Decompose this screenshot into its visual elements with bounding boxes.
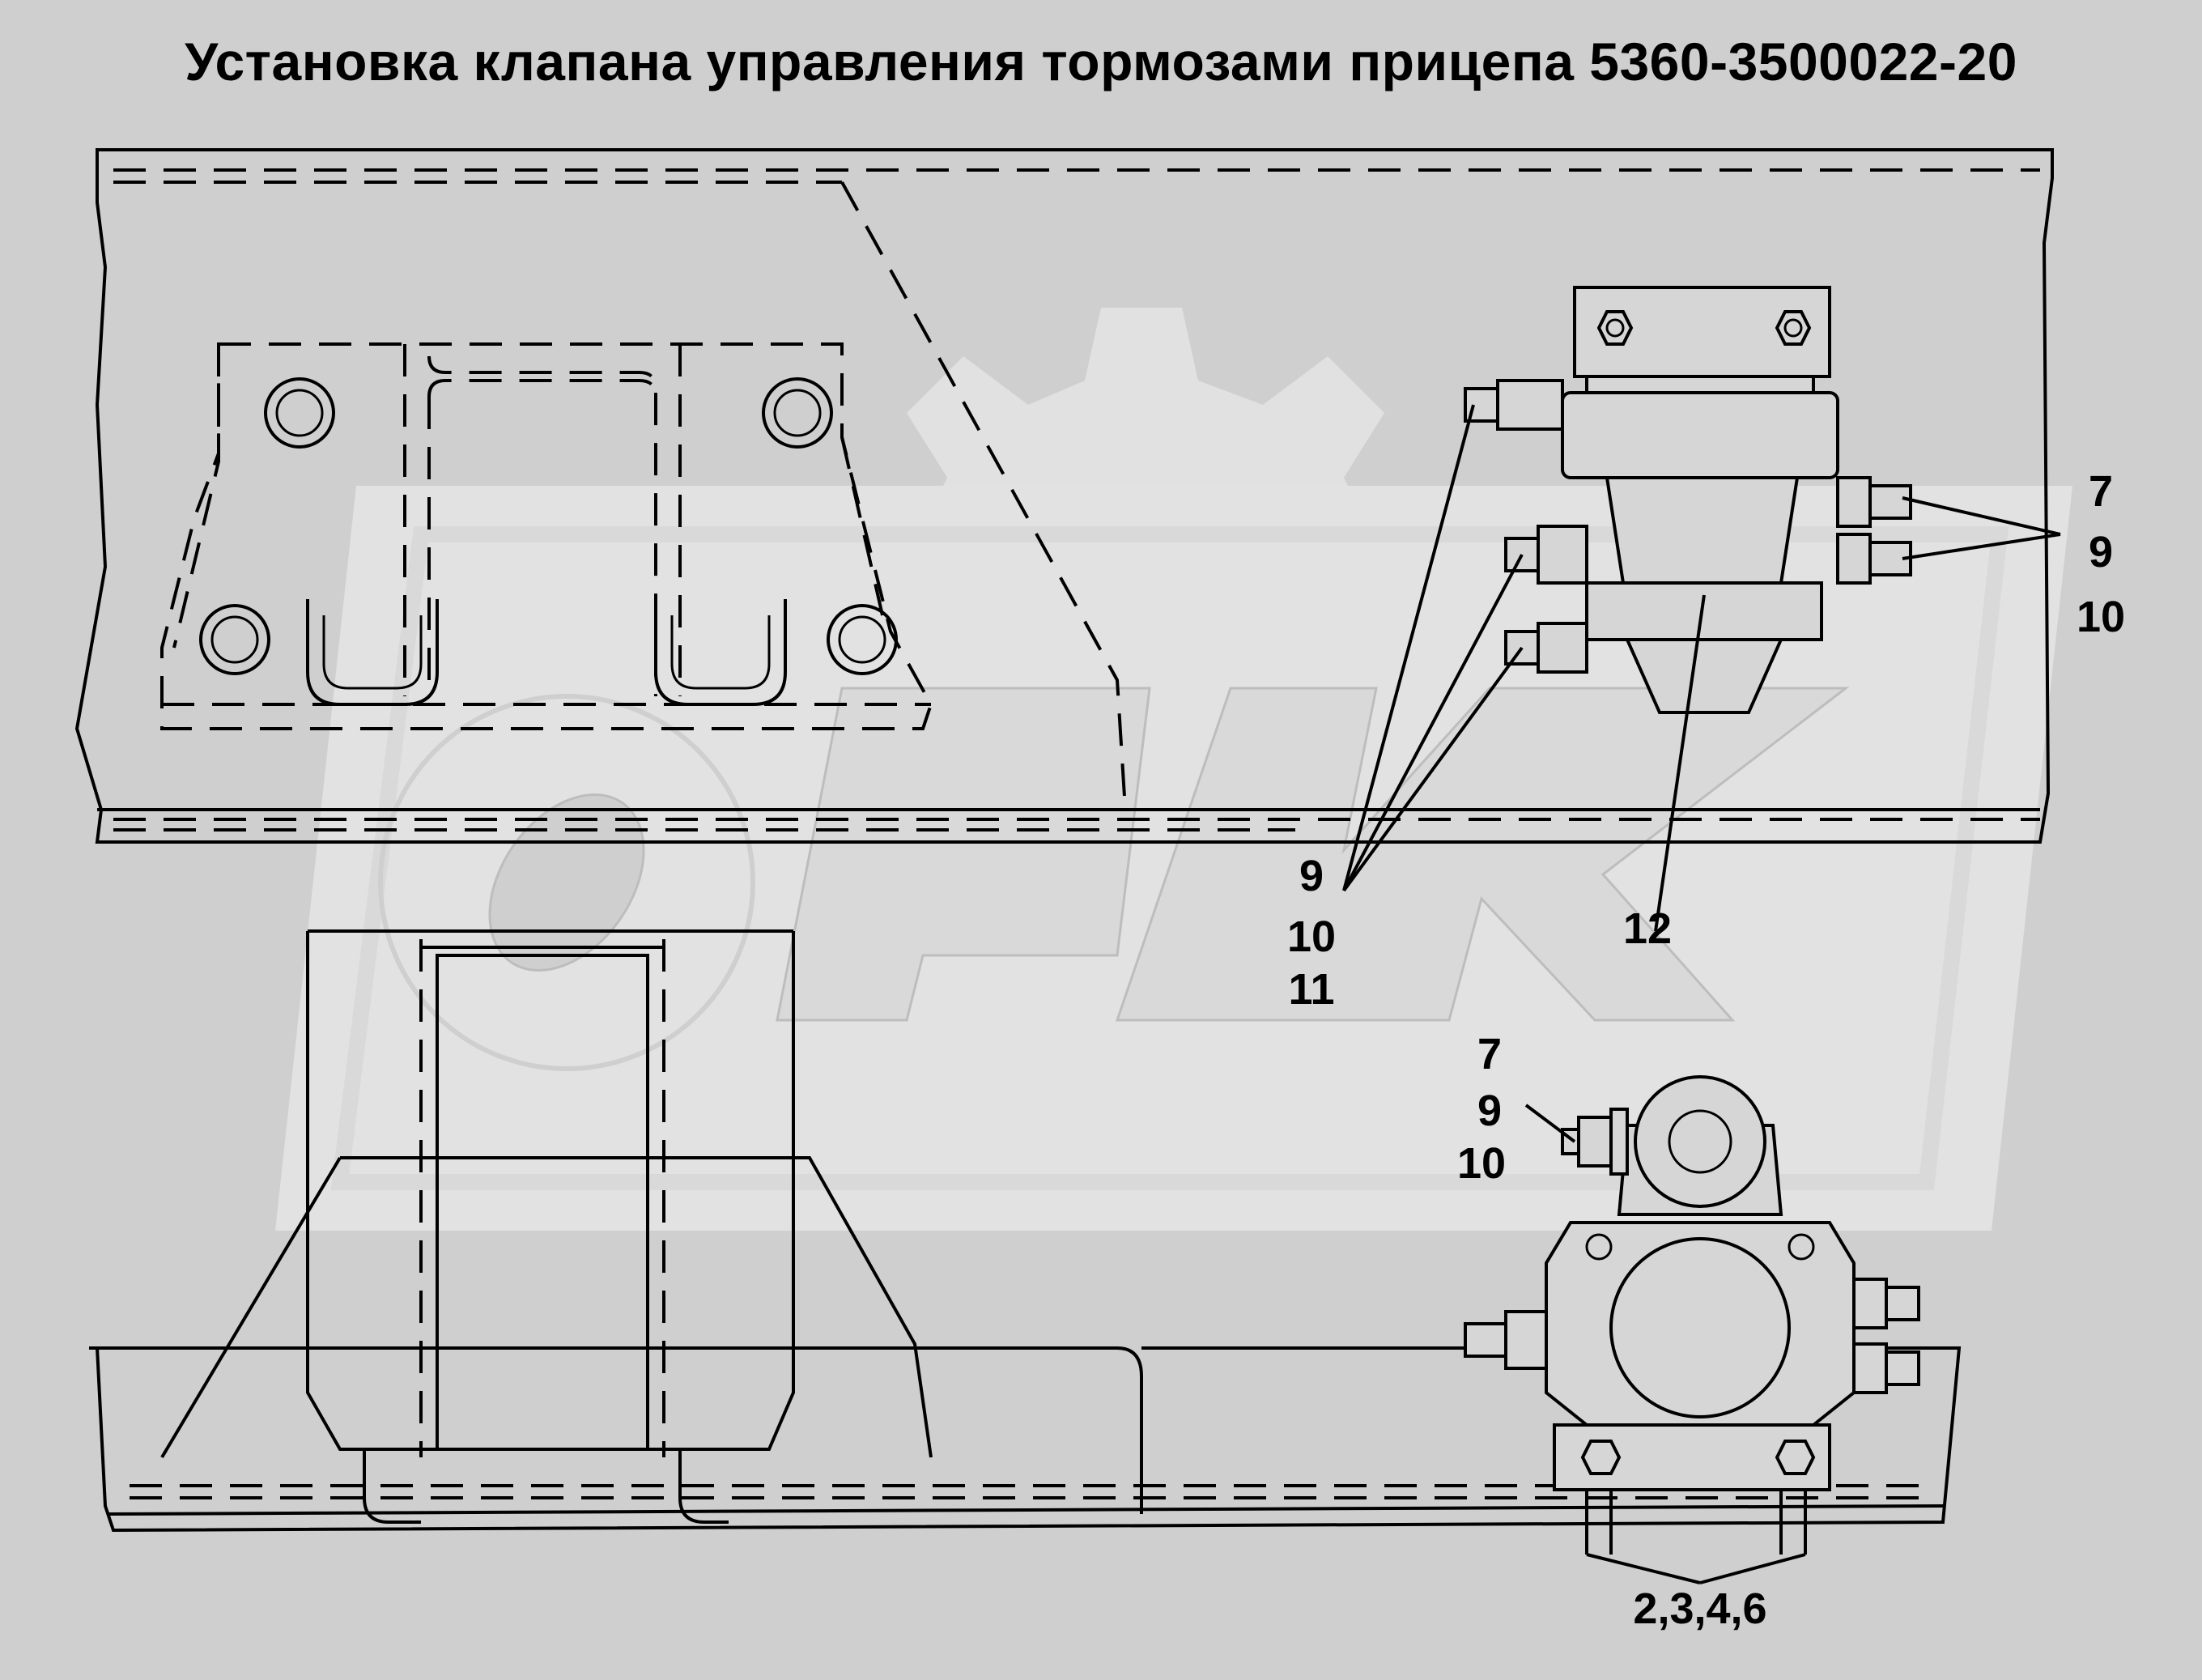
leader-lines (1342, 404, 2061, 1584)
brake-valve-front-view (1464, 1075, 1920, 1555)
bracket-top-view (160, 342, 933, 730)
callout-7-lower: 7 (1477, 1030, 1502, 1078)
callout-10-mid: 10 (1287, 912, 1336, 961)
bolt-head-icon (827, 604, 898, 675)
callout-7-top-right: 7 (2089, 467, 2113, 516)
frame-rail-front-view (89, 929, 1962, 1533)
callout-11-mid: 11 (1288, 965, 1334, 1014)
watermark-logo (275, 308, 2072, 1231)
callout-2-3-4-6: 2,3,4,6 (1633, 1584, 1766, 1633)
bolt-head-icon (199, 604, 270, 675)
bolt-head-icon (264, 377, 335, 449)
callout-10-top-right: 10 (2077, 593, 2125, 641)
brake-valve-top-view (1464, 286, 1912, 714)
callout-10-lower: 10 (1457, 1139, 1506, 1188)
drawing-title: Установка клапана управления тормозами п… (185, 32, 2017, 91)
callout-9-lower: 9 (1477, 1087, 1502, 1135)
callout-9-top-right: 9 (2089, 528, 2113, 576)
callout-12: 12 (1623, 904, 1672, 953)
callout-9-mid: 9 (1299, 852, 1324, 900)
frame-rail-top-view (74, 148, 2054, 844)
bolt-head-icon (762, 377, 833, 449)
